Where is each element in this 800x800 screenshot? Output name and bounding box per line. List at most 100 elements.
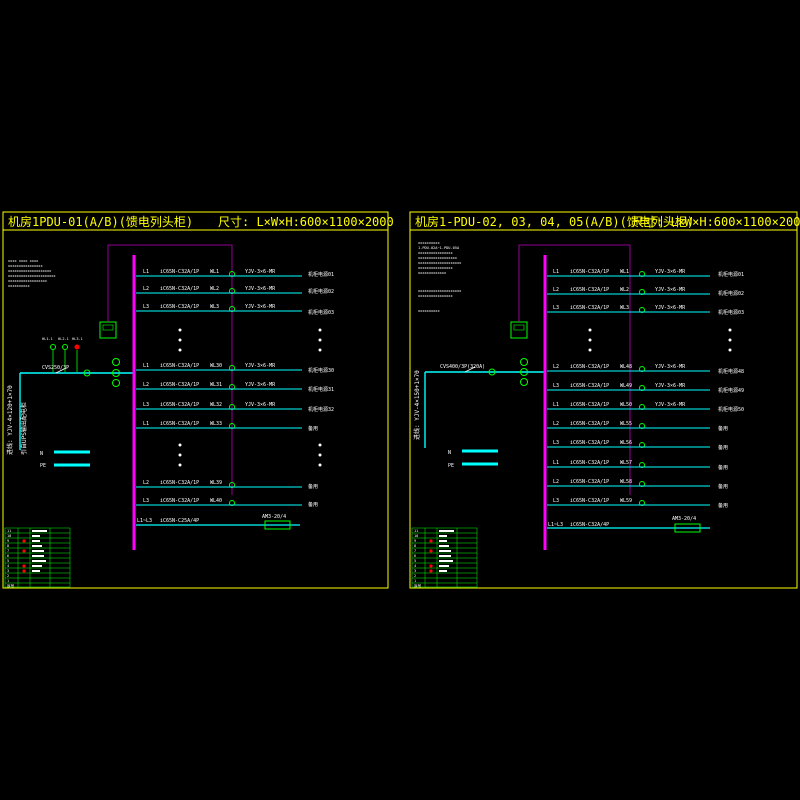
circuit-number: WL31 xyxy=(210,382,222,388)
breaker-label: iC65N-C32A/1P xyxy=(160,382,199,388)
destination-label: 机柜电源48 xyxy=(718,368,744,375)
breaker-label: iC65N-C32A/1P xyxy=(570,364,609,370)
breaker-label: iC65N-C32A/1P xyxy=(160,421,199,427)
note-line: 1-PDU-02A~1-PDU-05A xyxy=(418,246,460,250)
circuit-list: L1 iC65N-C32A/1P WL1 YJV-3×6-MR 机柜电源01 L… xyxy=(136,269,334,508)
phase-label: L3 xyxy=(143,304,149,310)
circuit-row: L1 iC65N-C32A/1P WL50 YJV-3×6-MR 机柜电源50 xyxy=(547,402,744,413)
lamp-label: HL2-1 xyxy=(58,337,69,341)
note-line: xxxxxxxxxxxxxxxx xyxy=(418,266,453,270)
phase-label: L1 xyxy=(553,460,559,466)
circuit-number: WL1 xyxy=(620,269,629,275)
circuit-number: WL55 xyxy=(620,421,632,427)
circuit-number: WL56 xyxy=(620,440,632,446)
circuit-row: L2 iC65N-C32A/1P WL31 YJV-3×6-MR 机柜电源31 xyxy=(136,382,334,393)
circuit-row: L2 iC65N-C32A/1P WL2 YJV-3×6-MR 机柜电源02 xyxy=(547,287,744,297)
destination-label: 机柜电源03 xyxy=(308,309,334,316)
panel-right: 机房1-PDU-02, 03, 04, 05(A/B)(馈电列头柜) 尺寸: L… xyxy=(409,211,800,589)
incoming-source-label: 引自UPS输出配电柜 xyxy=(20,402,28,455)
note-line: xxxxxxxxxxxxxxxxxxxx xyxy=(418,289,462,293)
circuit-row: L2 iC65N-C32A/1P WL58 备用 xyxy=(547,479,728,490)
breaker-label: iC65N-C32A/1P xyxy=(160,286,199,292)
phase-label: L3 xyxy=(553,498,559,504)
legend-row-number: 11 xyxy=(414,529,418,533)
outgoing-feeder: L1~L3 iC65N-C25A/4P AM3-20/4 xyxy=(136,514,300,530)
n-label: N xyxy=(448,450,451,456)
legend-row-number: 5 xyxy=(414,559,416,563)
ct-icon xyxy=(112,379,120,387)
phase-label: L2 xyxy=(553,364,559,370)
legend-row-number: 序号 xyxy=(414,583,422,588)
meter-icon xyxy=(264,520,291,530)
breaker-label: iC65N-C32A/1P xyxy=(570,440,609,446)
phase-label: L2 xyxy=(553,421,559,427)
circuit-number: WL2 xyxy=(210,286,219,292)
legend-row-number: 3 xyxy=(414,569,416,573)
main-breaker-icon xyxy=(464,366,476,373)
phase-label: L1 xyxy=(143,363,149,369)
outgoing-label: L1~L3 xyxy=(548,522,563,528)
breaker-label: iC65N-C32A/1P xyxy=(570,269,609,275)
cable-label: YJV-3×6-MR xyxy=(245,363,276,369)
note-line: xxxxxxxxxx xyxy=(8,284,30,288)
lamp-label: HL1-1 xyxy=(42,337,53,341)
pe-label: PE xyxy=(40,463,46,469)
legend-row-number: 10 xyxy=(414,534,418,538)
breaker-label: iC65N-C32A/1P xyxy=(160,363,199,369)
continuation-dots xyxy=(178,328,322,352)
legend-row-number: 6 xyxy=(414,554,416,558)
circuit-number: WL58 xyxy=(620,479,632,485)
circuit-row: L3 iC65N-C32A/1P WL3 YJV-3×6-MR 机柜电源03 xyxy=(547,305,744,316)
breaker-label: iC65N-C32A/1P xyxy=(160,269,199,275)
ct-icon xyxy=(520,378,528,386)
phase-label: L3 xyxy=(143,498,149,504)
destination-label: 机柜电源02 xyxy=(718,290,744,297)
note-line: xxxxxxxxxx xyxy=(418,309,440,313)
legend-row-number: 5 xyxy=(7,559,9,563)
circuit-row: L3 iC65N-C32A/1P WL3 YJV-3×6-MR 机柜电源03 xyxy=(136,304,334,316)
ct-icon xyxy=(488,368,496,376)
continuation-dots xyxy=(588,328,732,352)
legend-row-number: 10 xyxy=(7,534,11,538)
phase-label: L3 xyxy=(143,402,149,408)
destination-label: 备用 xyxy=(718,444,728,451)
legend-row-number: 7 xyxy=(7,549,9,553)
destination-label: 备用 xyxy=(308,425,318,432)
panel-title: 机房1PDU-01(A/B)(馈电列头柜) xyxy=(8,214,193,229)
panel-size: 尺寸: L×W×H:600×1100×2000 xyxy=(218,215,394,229)
circuit-number: WL48 xyxy=(620,364,632,370)
note-line: xxxxxxxxxxxxx xyxy=(418,271,447,275)
phase-label: L3 xyxy=(553,305,559,311)
circuit-list: L1 iC65N-C32A/1P WL1 YJV-3×6-MR 机柜电源01 L… xyxy=(547,269,744,509)
legend-row-number: 4 xyxy=(7,564,9,568)
circuit-row: L1 iC65N-C32A/1P WL1 YJV-3×6-MR 机柜电源01 xyxy=(136,269,334,278)
panel-size: 尺寸: L×W×H:600×1100×2000 xyxy=(632,215,800,229)
phase-label: L1 xyxy=(553,402,559,408)
legend-row-numbers: 11 10 9 8 7 6 5 4 3 2 1 序号 xyxy=(414,529,422,588)
breaker-label: iC65N-C32A/1P xyxy=(160,304,199,310)
legend-row-number: 3 xyxy=(7,569,9,573)
destination-label: 备用 xyxy=(718,483,728,490)
note-line: xxxxxxxxxx xyxy=(418,241,440,245)
legend-row-number: 4 xyxy=(414,564,416,568)
destination-label: 备用 xyxy=(308,501,318,508)
ct-icon xyxy=(520,368,528,376)
note-line: xxxxxxxxxxxxxxxxxxxx xyxy=(418,261,462,265)
circuit-row: L3 iC65N-C32A/1P WL59 备用 xyxy=(547,498,728,509)
circuit-number: WL32 xyxy=(210,402,222,408)
legend-row-number: 7 xyxy=(414,549,416,553)
lamp-icon xyxy=(62,344,68,350)
note-line: xxxxxxxxxxxxxxxx xyxy=(418,251,453,255)
incoming-cable-label: 进线: YJV-4×120+1×70 xyxy=(6,385,14,455)
destination-label: 备用 xyxy=(718,464,728,471)
note-line: xxxxxxxxxxxxxxxxxx xyxy=(418,256,458,260)
legend-row-number: 1 xyxy=(414,579,416,583)
legend-row-number: 2 xyxy=(7,574,9,578)
circuit-number: WL1 xyxy=(210,269,219,275)
meter-icon xyxy=(674,523,701,533)
legend-row-number: 2 xyxy=(414,574,416,578)
legend-row-numbers: 11 10 9 8 7 6 5 4 3 2 1 序号 xyxy=(7,529,15,588)
destination-label: 机柜电源01 xyxy=(718,271,744,278)
pe-label: PE xyxy=(448,463,454,469)
circuit-number: WL2 xyxy=(620,287,629,293)
